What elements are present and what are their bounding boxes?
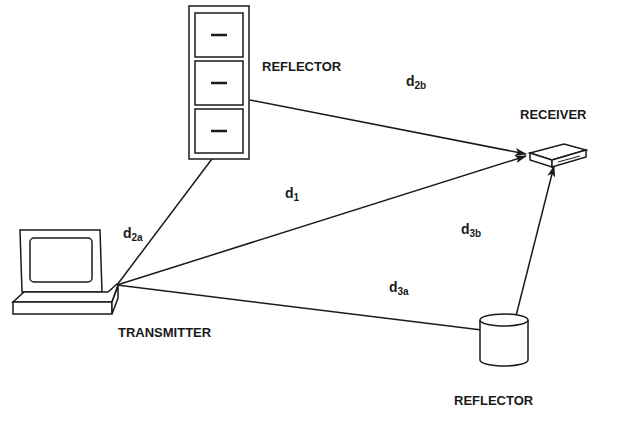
cabinet-reflector: REFLECTOR <box>188 5 250 161</box>
path-distance-label: d3b <box>460 222 482 237</box>
device-label: RECEIVER <box>520 108 586 122</box>
device-label: TRANSMITTER <box>118 326 211 340</box>
cylinder-reflector: REFLECTOR <box>478 312 530 370</box>
transmitter-laptop-art <box>12 228 120 318</box>
path-distance-label: d2b <box>405 74 427 89</box>
signal-path <box>117 285 498 332</box>
signal-path <box>117 156 526 285</box>
cabinet-reflector-art <box>188 5 250 161</box>
path-distance-label: d2a <box>122 226 144 241</box>
signal-path <box>516 166 554 316</box>
cylinder-reflector-art <box>478 312 530 370</box>
path-distance-label: d3a <box>388 280 410 295</box>
signal-path <box>250 100 526 154</box>
receiver-device-art <box>528 143 588 169</box>
device-label: REFLECTOR <box>262 60 341 74</box>
receiver-device: RECEIVER <box>528 143 588 169</box>
device-label: REFLECTOR <box>454 394 533 408</box>
transmitter-laptop: TRANSMITTER <box>12 228 120 318</box>
path-distance-label: d1 <box>284 186 300 201</box>
